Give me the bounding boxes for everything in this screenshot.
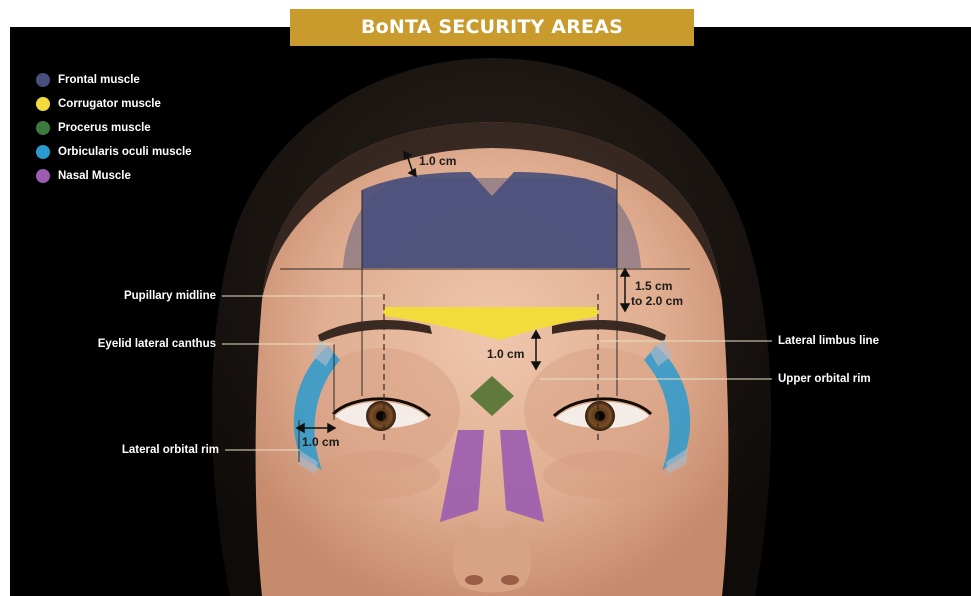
pupil-left [595, 411, 605, 421]
legend-item-frontal: Frontal muscle [36, 72, 236, 96]
measure-brow-distance-1: 1.5 cm [635, 279, 672, 293]
cheek-left [543, 451, 667, 499]
label-eyelid-lateral-canthus: Eyelid lateral canthus [98, 337, 216, 351]
legend-item-orbicularis: Orbicularis oculi muscle [36, 144, 236, 168]
legend-swatch-orbicularis [36, 145, 50, 159]
label-upper-orbital-rim: Upper orbital rim [778, 372, 871, 386]
legend: Frontal muscle Corrugator muscle Proceru… [36, 72, 236, 192]
nostril-left [501, 575, 519, 585]
legend-label-corrugator: Corrugator muscle [58, 96, 161, 112]
label-lateral-orbital-rim: Lateral orbital rim [122, 443, 219, 457]
legend-label-nasal: Nasal Muscle [58, 168, 131, 184]
legend-swatch-nasal [36, 169, 50, 183]
nostril-right [465, 575, 483, 585]
legend-label-frontal: Frontal muscle [58, 72, 140, 88]
measure-frontal-top: 1.0 cm [419, 154, 456, 168]
measure-corrugator-to-rim: 1.0 cm [487, 347, 524, 361]
legend-label-orbicularis: Orbicularis oculi muscle [58, 144, 192, 160]
label-lateral-limbus-line: Lateral limbus line [778, 334, 879, 348]
legend-swatch-corrugator [36, 97, 50, 111]
legend-item-corrugator: Corrugator muscle [36, 96, 236, 120]
legend-swatch-frontal [36, 73, 50, 87]
legend-swatch-procerus [36, 121, 50, 135]
nose [453, 520, 531, 593]
title-banner: BoNTA SECURITY AREAS [290, 9, 694, 46]
cheek-right [316, 451, 440, 499]
illustration-panel: Frontal muscle Corrugator muscle Proceru… [10, 27, 971, 596]
legend-item-procerus: Procerus muscle [36, 120, 236, 144]
label-pupillary-midline: Pupillary midline [124, 289, 216, 303]
legend-label-procerus: Procerus muscle [58, 120, 151, 136]
measure-brow-distance-2: to 2.0 cm [631, 294, 683, 308]
legend-item-nasal: Nasal Muscle [36, 168, 236, 192]
measure-lateral-rim: 1.0 cm [302, 435, 339, 449]
